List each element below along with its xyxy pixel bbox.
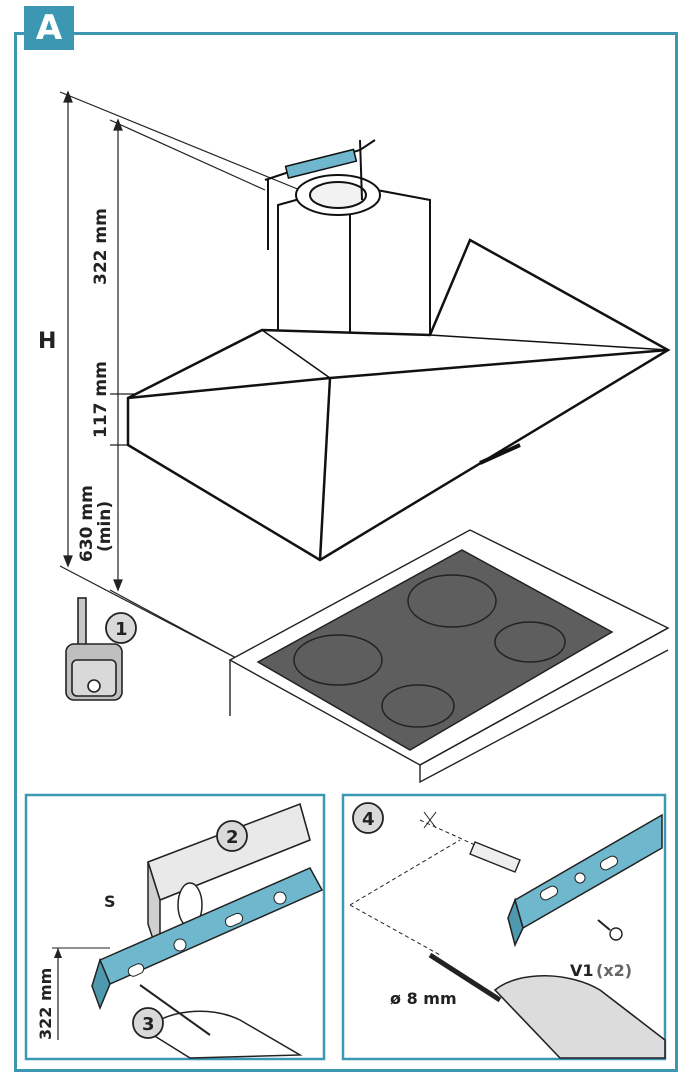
step-1-marker: 1 (105, 612, 137, 644)
dimension-bottom-2: (min) (95, 501, 115, 552)
h-label: H (38, 329, 56, 354)
hood-canopy (126, 238, 671, 562)
step-2-number: 2 (226, 827, 239, 848)
step-4-marker: 4 (352, 802, 384, 834)
screw-label: V1 (570, 961, 594, 980)
dimension-bottom-1: 630 mm (77, 485, 97, 562)
outer-frame (14, 32, 678, 1072)
section-badge: A (24, 6, 74, 50)
dimension-top: 322 mm (91, 208, 111, 285)
step-1-number: 1 (115, 619, 128, 640)
hood-chimney (264, 139, 431, 362)
detail-box-left (24, 793, 326, 1061)
tape-measure-icon (65, 597, 123, 701)
step-3-marker: 3 (132, 1007, 164, 1039)
screw-quantity-label: (x2) (596, 961, 632, 980)
cooktop (256, 549, 614, 751)
step-3-number: 3 (142, 1014, 155, 1035)
step-4-number: 4 (362, 809, 375, 830)
step-2-marker: 2 (216, 820, 248, 852)
drill-size-label: ø 8 mm (390, 989, 457, 1008)
dimension-mid: 117 mm (91, 361, 111, 438)
dimension-lines (59, 90, 301, 661)
detail-height-label: 322 mm (36, 968, 55, 1040)
detail-box-right (341, 793, 667, 1061)
bracket-s-label: S (104, 892, 116, 911)
